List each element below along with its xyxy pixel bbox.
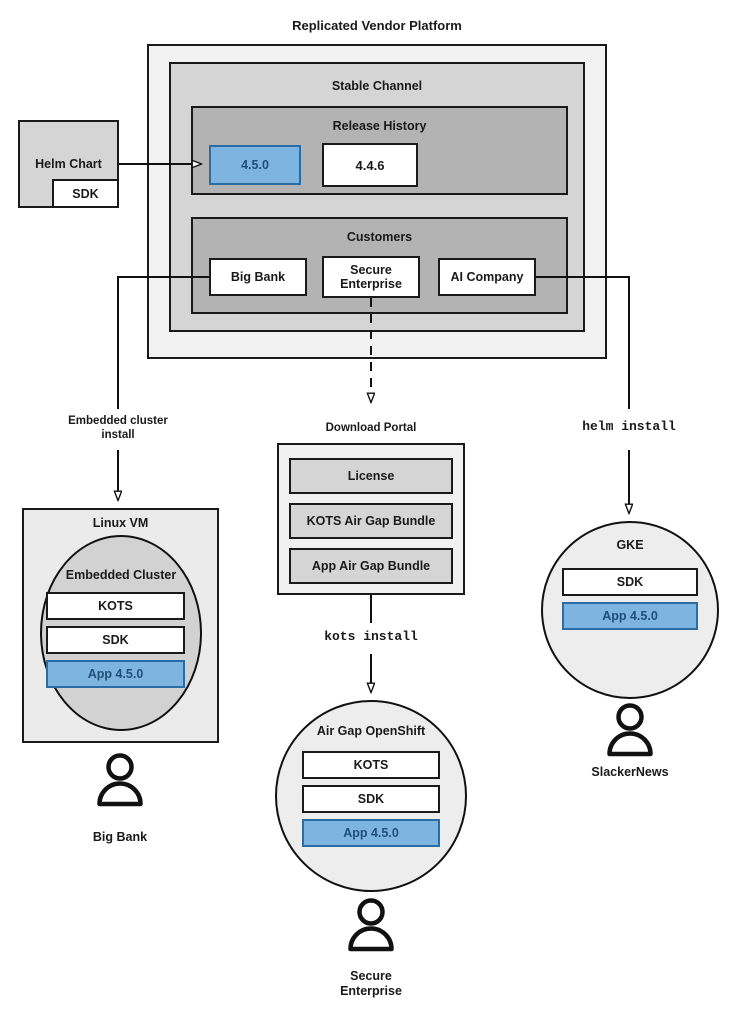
linux-vm-component-kots[interactable]: KOTS bbox=[46, 592, 185, 620]
edge-label-kots-install: kots install bbox=[324, 629, 418, 644]
release-history-label: Release History bbox=[332, 119, 427, 133]
helm-chart-label: Helm Chart bbox=[35, 157, 102, 171]
gke-label: GKE bbox=[616, 538, 644, 552]
gke-component-app[interactable]: App 4.5.0 bbox=[562, 602, 698, 630]
air-gap-openshift-label: Air Gap OpenShift bbox=[316, 724, 426, 738]
stable-channel-label: Stable Channel bbox=[331, 79, 423, 93]
actor-big-bank-icon bbox=[93, 753, 147, 807]
edge-label-embedded-cluster-install: Embedded cluster install bbox=[68, 415, 168, 441]
edge-label-helm-install: helm install bbox=[582, 419, 676, 434]
actor-slackernews-label: SlackerNews bbox=[591, 765, 669, 779]
air-gap-component-sdk[interactable]: SDK bbox=[302, 785, 440, 813]
customer-card-ai-company[interactable]: AI Company bbox=[438, 258, 536, 296]
actor-slackernews-icon bbox=[603, 703, 657, 757]
actor-big-bank-label: Big Bank bbox=[92, 830, 148, 844]
download-portal-item-license[interactable]: License bbox=[289, 458, 453, 494]
gke-component-sdk[interactable]: SDK bbox=[562, 568, 698, 596]
release-card-4-4-6[interactable]: 4.4.6 bbox=[322, 143, 418, 187]
helm-chart-sdk-box[interactable]: SDK bbox=[52, 179, 119, 208]
embedded-cluster-label: Embedded Cluster bbox=[65, 568, 177, 582]
edge-label-download-portal: Download Portal bbox=[325, 422, 417, 434]
release-card-4-5-0[interactable]: 4.5.0 bbox=[209, 145, 301, 185]
actor-secure-enterprise-icon bbox=[344, 898, 398, 952]
linux-vm-component-app[interactable]: App 4.5.0 bbox=[46, 660, 185, 688]
download-portal-item-kots-air-gap-bundle[interactable]: KOTS Air Gap Bundle bbox=[289, 503, 453, 539]
air-gap-component-kots[interactable]: KOTS bbox=[302, 751, 440, 779]
linux-vm-label: Linux VM bbox=[92, 516, 149, 530]
customer-card-secure-enterprise[interactable]: Secure Enterprise bbox=[322, 256, 420, 298]
air-gap-component-app[interactable]: App 4.5.0 bbox=[302, 819, 440, 847]
download-portal-item-app-air-gap-bundle[interactable]: App Air Gap Bundle bbox=[289, 548, 453, 584]
page-title: Replicated Vendor Platform bbox=[292, 18, 462, 33]
customers-label: Customers bbox=[346, 230, 413, 244]
linux-vm-component-sdk[interactable]: SDK bbox=[46, 626, 185, 654]
actor-secure-enterprise-label: Secure Enterprise bbox=[340, 969, 402, 998]
customer-card-big-bank[interactable]: Big Bank bbox=[209, 258, 307, 296]
